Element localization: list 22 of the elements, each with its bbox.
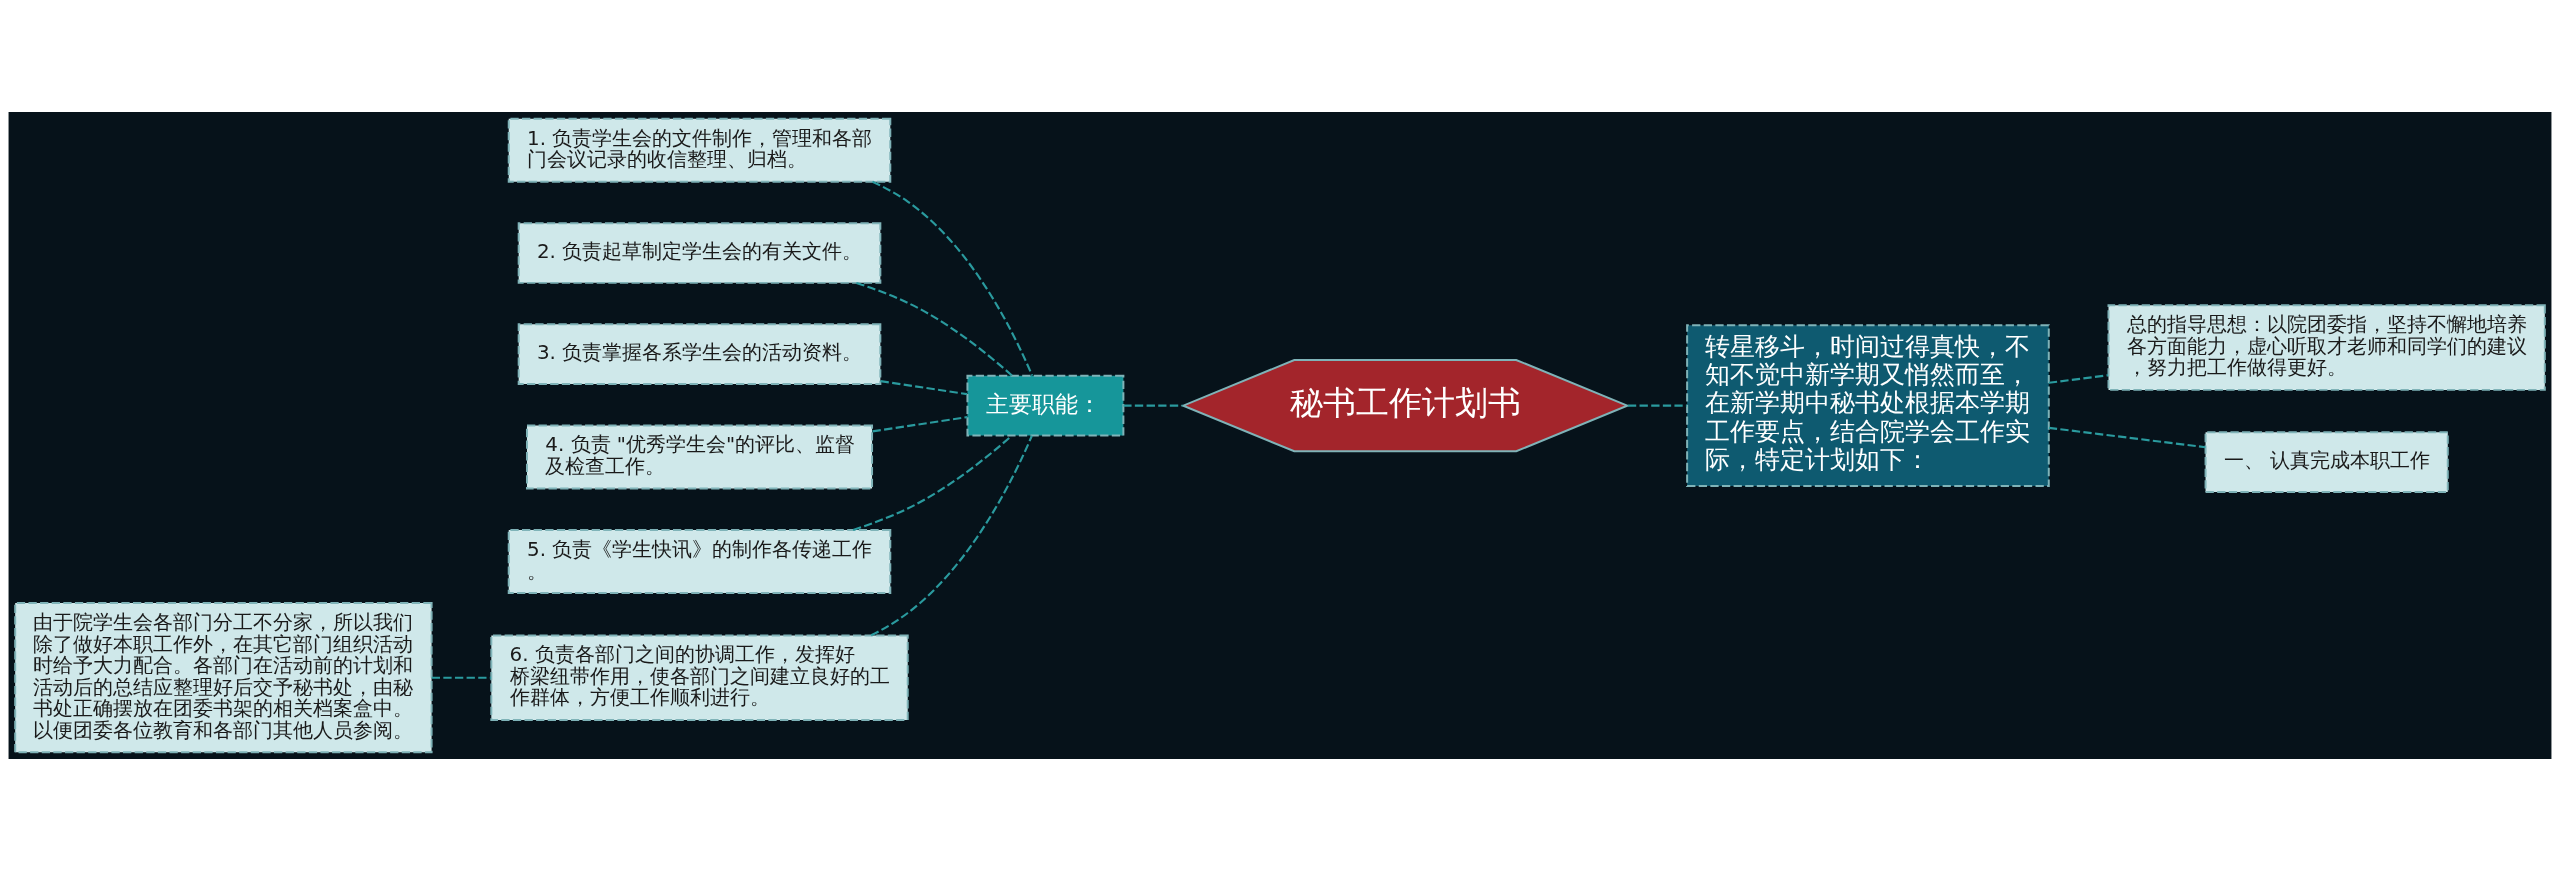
node-box: 5. 负责《学生快讯》的制作各传递工作。 [507,528,892,594]
connector [2048,373,2109,384]
node-box: 总的指导思想：以院团委指，坚持不懈地培养各方面能力，虚心听取才老师和同学们的建议，努力把工作做得更好。 [2107,303,2546,391]
node-box: 6. 负责各部门之间的协调工作，发挥好桥梁纽带作用，使各部门之间建立良好的工作群体，方便工作顺利进行。 [490,633,909,721]
connector [872,180,1034,376]
node-box: 一、 认真完成本职工作 [2204,430,2449,493]
node-box: 1. 负责学生会的文件制作，管理和各部门会议记录的收信整理、归档。 [507,117,892,183]
node-box: 3. 负责掌握各系学生会的活动资料。 [517,322,882,385]
connector [870,434,1033,636]
node-box: 由于院学生会各部门分工不分家，所以我们除了做好本职工作外，在其它部门组织活动时给予大力配合。各部门在活动前的计划和活动后的总结应整理好后交予秘书处，由秘书处正确摆放在团委书架的相关档案盒中。以便团委各位教育和各部门其他人员参阅。 [14,601,433,753]
node-box: 4. 负责 "优秀学生会"的评比、监督及检查工作。 [526,424,874,490]
connector [880,379,968,395]
node-box: 2. 负责起草制定学生会的有关文件。 [517,221,882,284]
connector [856,281,1013,376]
connector [1123,404,1183,407]
connector [872,415,968,432]
connector [431,676,491,679]
connector [1627,404,1687,407]
connector [852,434,1013,531]
node-box: 主要职能： [966,374,1125,436]
node-box: 转星移斗，时间过得真快，不知不觉中新学期又悄然而至，在新学期中秘书处根据本学期工作要点，结合院学会工作实际，特定计划如下： [1686,323,2050,487]
connector [2048,426,2206,448]
